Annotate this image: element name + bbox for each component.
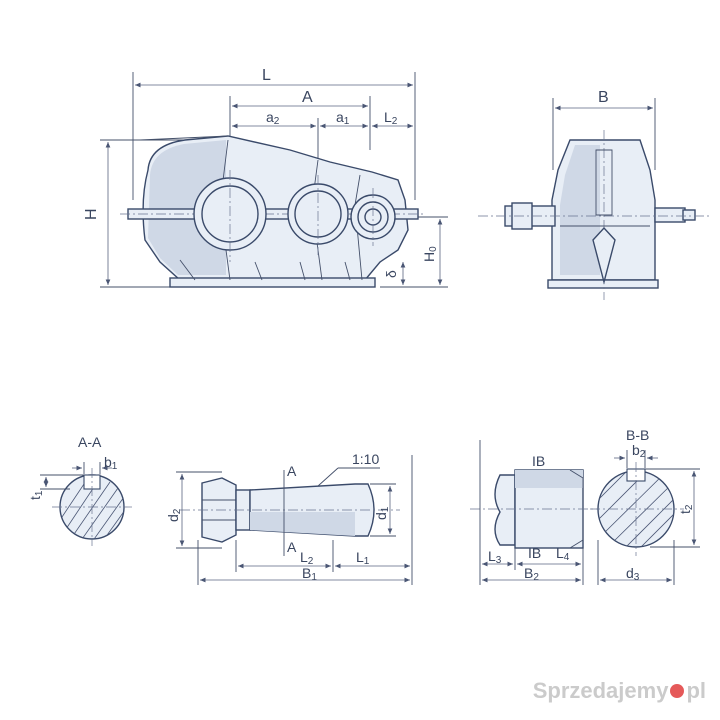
label-b: B bbox=[598, 89, 609, 106]
watermark-text: Sprzedajemy bbox=[532, 678, 669, 703]
label-h: H bbox=[83, 208, 100, 220]
label-d2: d2 bbox=[165, 508, 183, 522]
label-a1: a1 bbox=[336, 109, 350, 127]
watermark-dot-icon bbox=[670, 684, 685, 698]
label-t1: t1 bbox=[27, 490, 45, 500]
label-section-bb: B-B bbox=[626, 427, 649, 443]
section-aa-view bbox=[40, 462, 132, 546]
label-a: A bbox=[302, 89, 313, 106]
label-ib-top: IB bbox=[532, 453, 545, 469]
label-b2-key: b2 bbox=[632, 442, 646, 460]
label-taper: 1:10 bbox=[352, 451, 379, 467]
gearbox-front-view bbox=[100, 72, 448, 288]
gearbox-side-view bbox=[478, 98, 712, 300]
label-l2-shaft: L2 bbox=[300, 549, 314, 567]
section-bb-view bbox=[590, 450, 700, 585]
label-section-aa: A-A bbox=[78, 434, 102, 450]
label-h0: H0 bbox=[421, 246, 439, 262]
watermark-domain: pl bbox=[686, 678, 706, 703]
label-l4: L4 bbox=[556, 545, 570, 563]
label-l2: L2 bbox=[384, 109, 398, 127]
tapered-shaft-view bbox=[176, 455, 413, 585]
label-a2: a2 bbox=[266, 109, 280, 127]
label-b2-length: B2 bbox=[524, 565, 539, 583]
cylindrical-shaft-view bbox=[470, 440, 600, 585]
label-b1: b1 bbox=[104, 454, 118, 472]
label-b1-length: B1 bbox=[302, 565, 317, 583]
label-a-bottom: A bbox=[287, 539, 297, 555]
label-l: L bbox=[262, 67, 271, 84]
label-t2: t2 bbox=[677, 504, 695, 514]
watermark: Sprzedajemy pl bbox=[533, 678, 706, 704]
label-l3: L3 bbox=[488, 548, 502, 566]
label-l1: L1 bbox=[356, 549, 370, 567]
label-delta: δ bbox=[383, 270, 399, 278]
label-ib-bottom: IB bbox=[528, 545, 541, 561]
label-d3: d3 bbox=[626, 565, 640, 583]
label-a-top: A bbox=[287, 463, 297, 479]
label-d1: d1 bbox=[373, 506, 391, 520]
